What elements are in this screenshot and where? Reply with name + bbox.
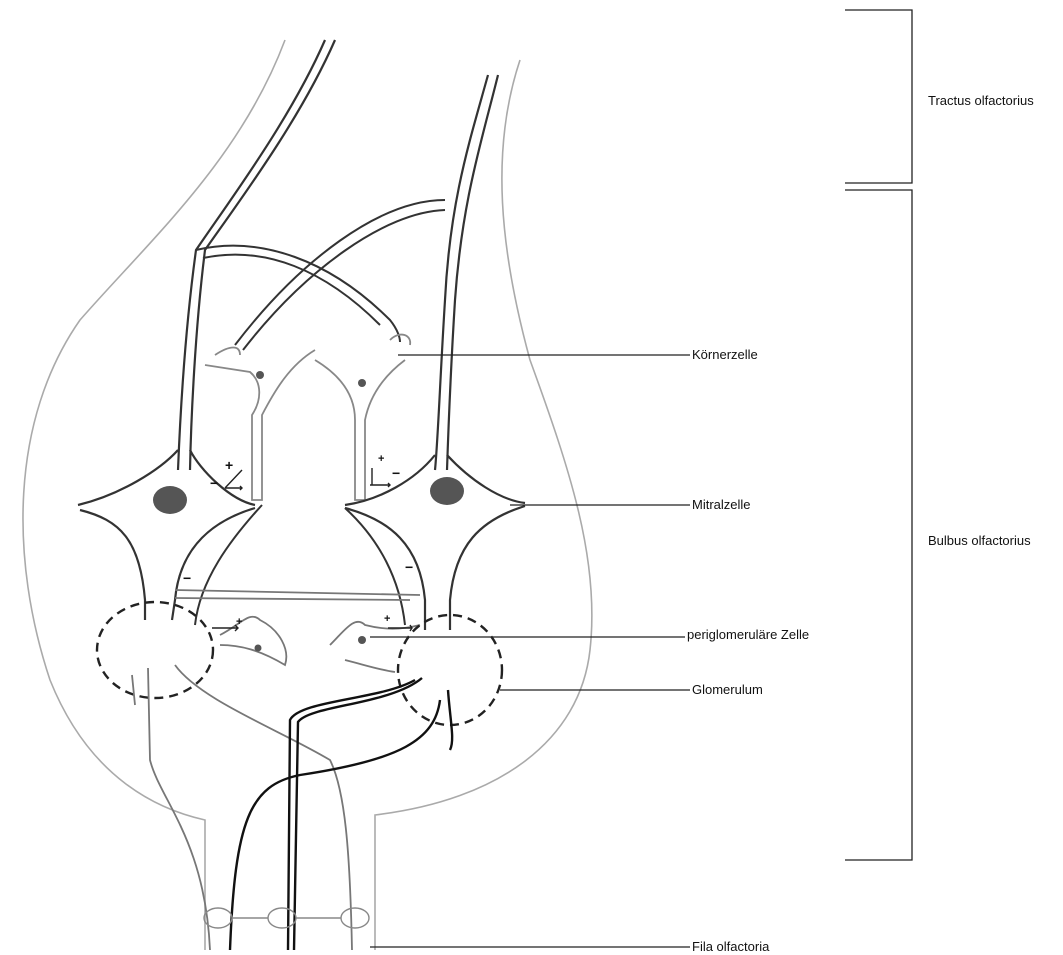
label-tractus-olfactorius: Tractus olfactorius — [928, 93, 1034, 109]
periglomerular-nucleus-right — [358, 636, 366, 644]
sign-plus-glom-right: + — [384, 613, 390, 625]
label-bulbus-olfactorius: Bulbus olfactorius — [928, 533, 1031, 549]
label-mitralzelle: Mitralzelle — [692, 497, 751, 513]
bracket-bulbus — [845, 190, 912, 860]
label-glomerulum: Glomerulum — [692, 682, 763, 698]
brackets — [845, 10, 912, 860]
bracket-tractus — [845, 10, 912, 183]
label-periglomerulaere-zelle: periglomeruläre Zelle — [687, 627, 809, 643]
sign-minus-peri-left: − — [183, 570, 191, 586]
axon-collaterals — [196, 200, 445, 350]
sign-minus-granule-right: − — [392, 465, 400, 481]
periglomerular-nucleus-left — [255, 645, 262, 652]
periglomerular-cell-right — [330, 622, 420, 672]
granule-cell-left — [205, 348, 315, 501]
label-koernerzelle: Körnerzelle — [692, 347, 758, 363]
synapse-signs: + − + − − − + + — [183, 453, 413, 628]
mitral-lateral-dendrites — [195, 505, 405, 625]
sign-minus-peri-right: − — [405, 559, 413, 575]
mitral-cell-left — [78, 450, 255, 620]
glomerulum-left — [97, 602, 213, 698]
receptor-axons-dark — [230, 678, 452, 950]
granule-cell-nucleus-left — [256, 371, 264, 379]
synapse-arrows — [212, 468, 412, 631]
mitral-cell-nucleus-right — [430, 477, 464, 505]
sign-minus-granule-left: − — [210, 475, 218, 491]
sign-plus-granule-right: + — [378, 453, 384, 465]
granule-cell-nucleus-right — [358, 379, 366, 387]
leader-lines — [370, 355, 690, 947]
fila-bundles — [204, 908, 369, 928]
mitral-axon-right — [435, 75, 498, 470]
sign-plus-granule-left: + — [225, 457, 233, 473]
mitral-cell-nucleus-left — [153, 486, 187, 514]
label-fila-olfactoria: Fila olfactoria — [692, 939, 769, 955]
